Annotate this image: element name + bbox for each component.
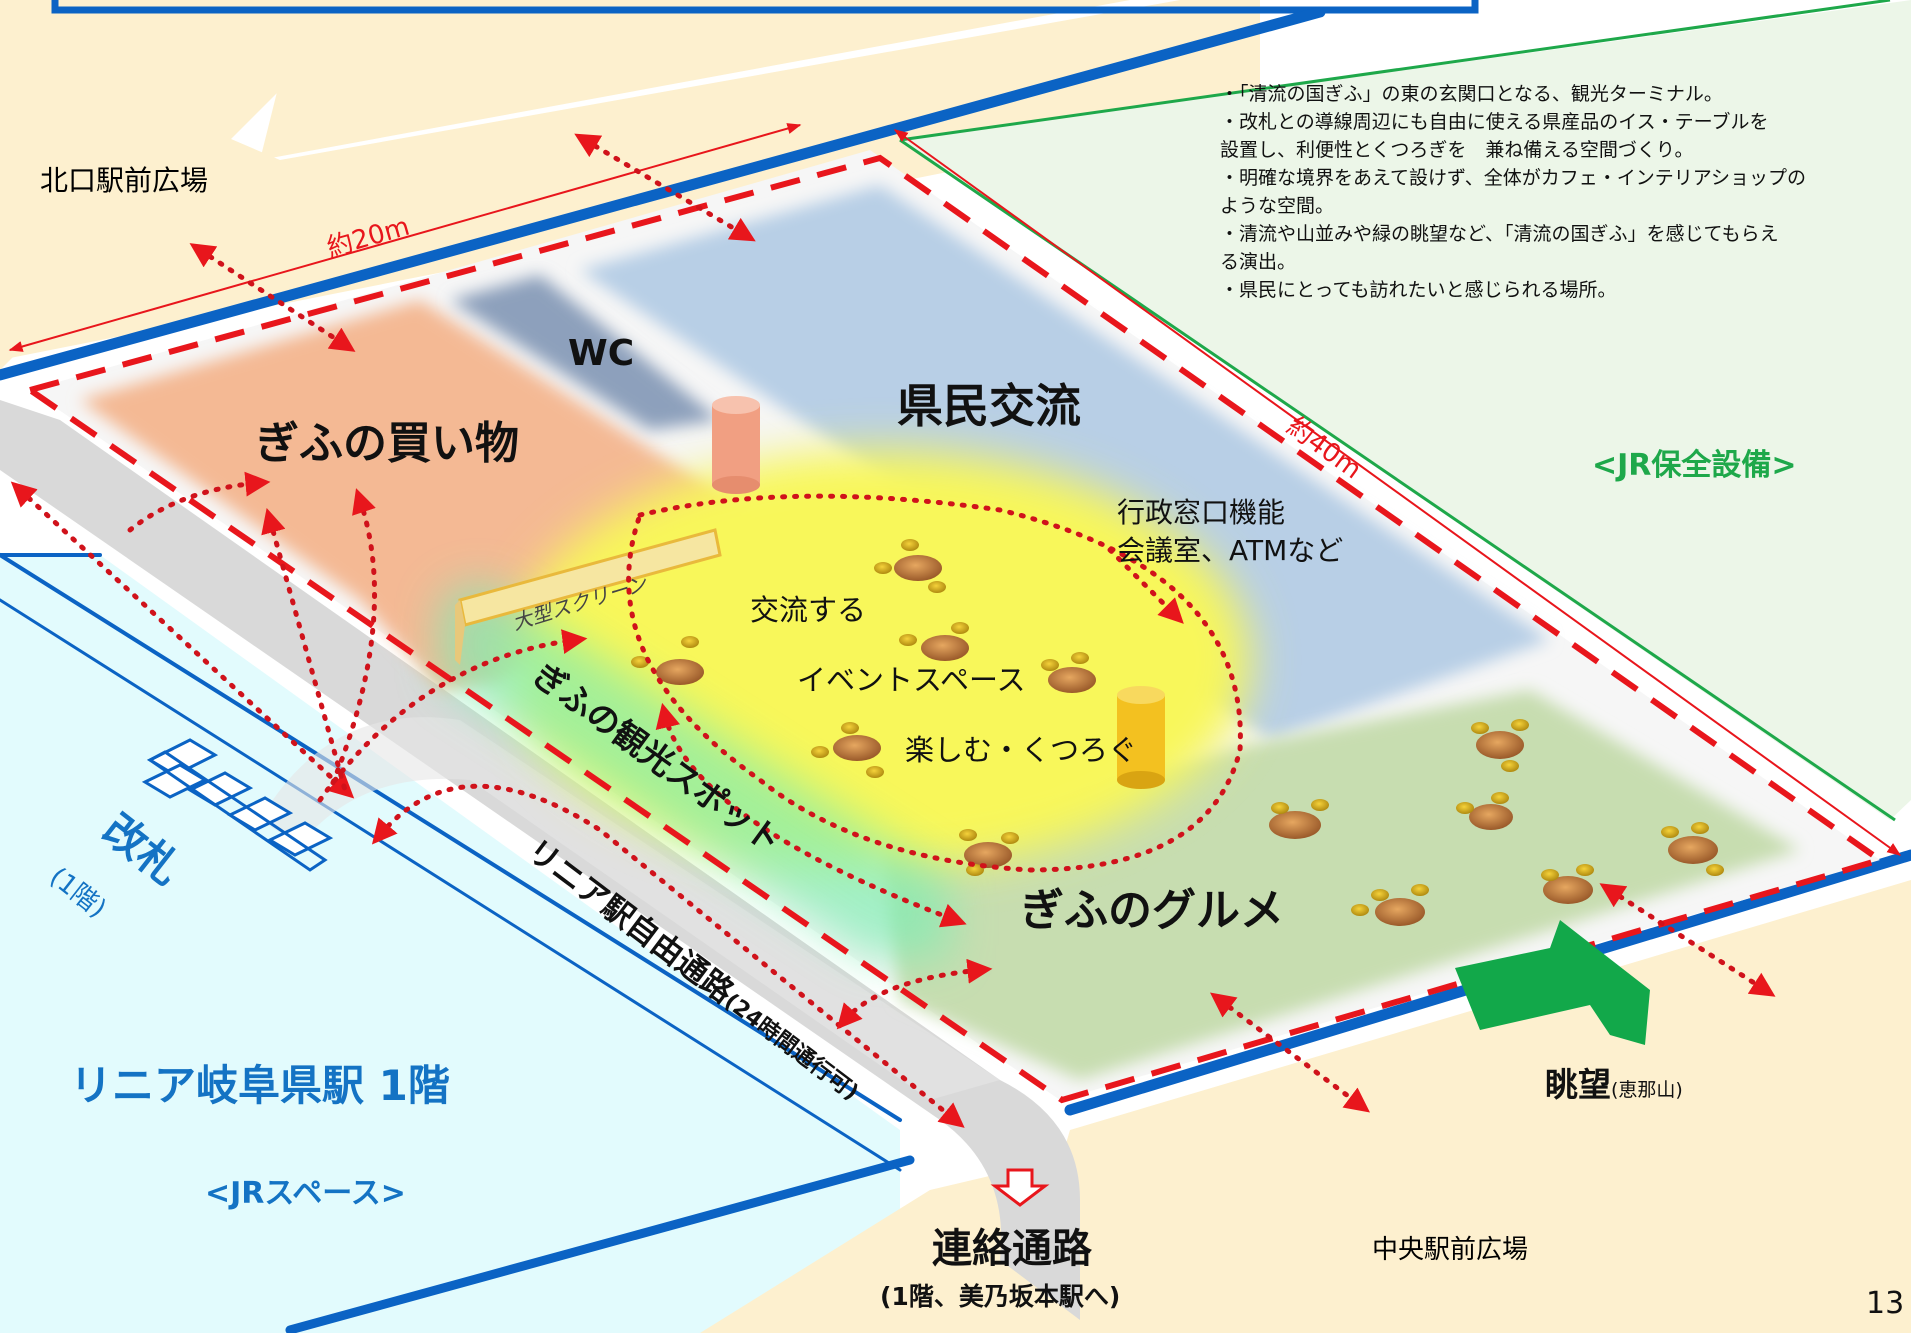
title-box	[51, 0, 1479, 14]
gourmet-zone-label: ぎふのグルメ	[1020, 885, 1284, 936]
event-label-2: イベントスペース	[797, 663, 1026, 697]
connection-note: (1階、美乃坂本駅へ)	[880, 1282, 1120, 1311]
event-label-3: 楽しむ・くつろぐ	[905, 733, 1137, 767]
note-line: ・清流や山並みや緑の眺望など、「清流の国ぎふ」を感じてもらえ	[1220, 223, 1779, 245]
flow-arrows	[10, 133, 1776, 1128]
note-line: 設置し、利便性とくつろぎを 兼ね備える空間づくり。	[1220, 139, 1693, 161]
page-number: 13	[1866, 1286, 1904, 1321]
north-plaza-area	[0, 0, 1130, 160]
exchange-desc-1: 行政窓口機能	[1117, 496, 1285, 529]
exchange-zone-label: 県民交流	[897, 379, 1081, 433]
linear-station-label: リニア岐阜県駅 1階	[70, 1061, 450, 1110]
pillar-orange	[712, 396, 760, 494]
exchange-desc-2: 会議室、ATMなど	[1117, 534, 1343, 567]
dimension-40m	[893, 129, 1902, 856]
jr-equipment-label: <JR保全設備>	[1592, 448, 1797, 483]
note-line: ような空間。	[1220, 195, 1334, 217]
jr-boundary-line	[899, 0, 1891, 142]
notes-block: ・「清流の国ぎふ」の東の玄関口となる、観光ターミナル。 ・改札との導線周辺にも自…	[1220, 83, 1806, 301]
note-line: ・改札との導線周辺にも自由に使える県産品のイス・テーブルを	[1220, 110, 1769, 133]
note-line: ・県民にとっても訪れたいと感じられる場所。	[1220, 279, 1617, 301]
note-line: ・「清流の国ぎふ」の東の玄関口となる、観光ターミナル。	[1220, 83, 1723, 105]
note-line: ・明確な境界をあえて設けず、全体がカフェ・インテリアショップの	[1220, 167, 1806, 189]
event-label-1: 交流する	[750, 593, 866, 627]
central-plaza-label: 中央駅前広場	[1372, 1235, 1528, 1265]
shopping-zone-label: ぎふの買い物	[255, 418, 519, 469]
view-label: 眺望(恵那山)	[1545, 1065, 1683, 1104]
north-plaza-label: 北口駅前広場	[40, 164, 208, 197]
note-line: る演出。	[1220, 251, 1296, 273]
wc-label: WC	[568, 333, 634, 374]
ticket-gate-icons	[141, 738, 334, 872]
view-arrow	[1455, 920, 1650, 1045]
connection-arrow-icon	[990, 1168, 1050, 1207]
jr-space-label: <JRスペース>	[205, 1176, 406, 1211]
connection-label: 連絡通路	[932, 1226, 1093, 1272]
